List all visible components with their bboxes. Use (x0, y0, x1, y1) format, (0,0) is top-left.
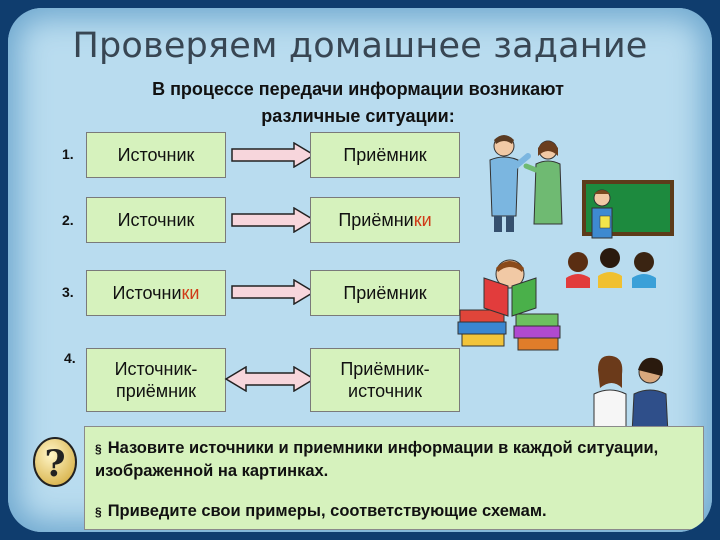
box-line-2: источник (348, 381, 422, 401)
receiver-label: Приёмни (338, 210, 414, 230)
row-number-3: 3. (62, 284, 74, 300)
receiver-label: Приёмник (343, 283, 427, 303)
bullet-icon: § (95, 442, 102, 456)
source-box-1: Источник (86, 132, 226, 178)
box-line-1: Приёмник- (340, 359, 430, 379)
receiver-source-box: Приёмник- источник (310, 348, 460, 412)
reader-with-books-icon (457, 259, 561, 351)
task-notes: §Назовите источники и приемники информац… (84, 426, 704, 530)
question-mark-glyph: ? (44, 443, 65, 485)
receiver-label: Приёмник (343, 145, 427, 165)
source-label: Источник (117, 210, 195, 230)
arrow-right-icon (231, 279, 316, 305)
row-number-1: 1. (62, 146, 74, 162)
teacher-and-students-icon (566, 180, 674, 288)
box-line-2: приёмник (115, 381, 197, 401)
source-receiver-box: Источник- приёмник (86, 348, 226, 412)
arrow-right-icon (231, 207, 316, 233)
subtitle: В процессе передачи информации возникают… (152, 79, 564, 126)
note-text: Назовите источники и приемники информаци… (95, 439, 659, 480)
two-people-talking-icon (489, 135, 563, 232)
receiver-box-1: Приёмник (310, 132, 460, 178)
box-line-1: Источник- (114, 359, 198, 379)
note-2: § Приведите свои примеры, соответствующие… (95, 500, 695, 523)
row-number-4: 4. (64, 350, 76, 366)
source-box-2: Источник (86, 197, 226, 243)
page-title: Проверяем домашнее задание (72, 26, 648, 66)
receiver-box-3: Приёмник (310, 270, 460, 316)
receiver-label-suffix: ки (413, 210, 432, 230)
two-girls-talking-icon (593, 355, 669, 434)
note-1: §Назовите источники и приемники информац… (95, 437, 695, 482)
source-label: Источник (117, 145, 195, 165)
bullet-icon: § (95, 505, 102, 519)
question-mark-icon: ? (33, 437, 77, 487)
source-label-suffix: ки (181, 283, 200, 303)
double-arrow-icon (224, 366, 316, 392)
source-label: Источни (112, 283, 182, 303)
slide: Проверяем домашнее задание В процессе пе… (8, 8, 712, 532)
arrow-right-icon (231, 142, 316, 168)
note-text: Приведите свои примеры, соответствующие … (107, 502, 547, 520)
row-number-2: 2. (62, 212, 74, 228)
